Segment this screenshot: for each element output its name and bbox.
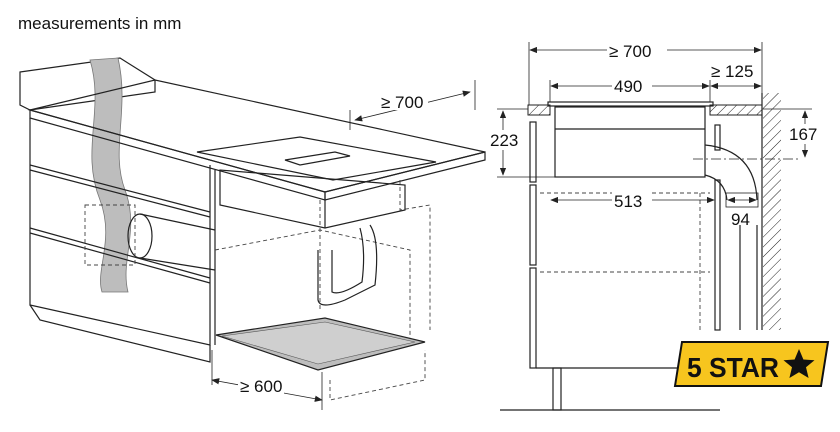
wall xyxy=(763,93,781,330)
dim-depth: ≥ 700 xyxy=(381,93,423,112)
back-wall xyxy=(19,57,156,111)
dim-height: 223 xyxy=(490,131,518,150)
dim-duct: 94 xyxy=(731,210,750,229)
star-icon xyxy=(783,349,815,378)
dim-total-depth: ≥ 700 xyxy=(609,42,651,61)
hob-top xyxy=(547,101,714,107)
dim-duct-center: 167 xyxy=(789,125,817,144)
dim-hob-width: 490 xyxy=(614,77,642,96)
diagram-title: measurements in mm xyxy=(18,14,182,33)
dim-width: ≥ 600 xyxy=(240,377,282,396)
dim-wall-gap: ≥ 125 xyxy=(711,62,753,81)
hob-vent xyxy=(284,151,351,166)
perspective-view: ≥ 700 ≥ 600 xyxy=(19,57,486,410)
hob-body xyxy=(554,106,706,178)
duct-pipe-end xyxy=(127,213,153,259)
section-view: ≥ 700 490 ≥ 125 223 167 513 94 xyxy=(489,40,824,411)
dim-inner: 513 xyxy=(614,192,642,211)
wall-duct xyxy=(89,57,132,293)
badge-text: 5 STAR xyxy=(687,352,779,383)
five-star-badge: 5 STAR xyxy=(673,341,830,387)
hob xyxy=(196,136,437,181)
